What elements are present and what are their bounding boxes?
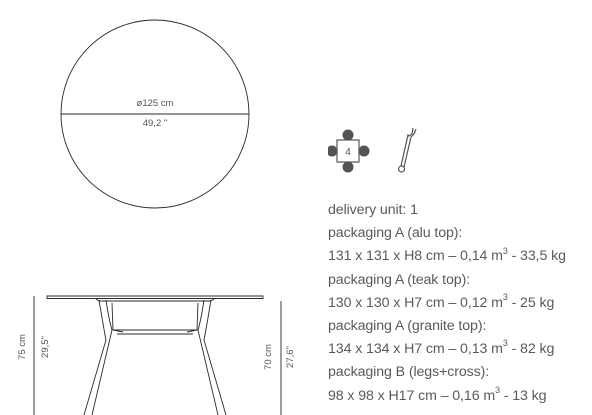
side-view (33, 295, 282, 415)
packaging-a-teak-label: packaging A (teak top): (328, 271, 471, 288)
packaging-a-alu-label: packaging A (alu top): (328, 225, 463, 242)
diameter-in-label: 49,2 " (143, 118, 168, 129)
packaging-a-alu-value: 131 x 131 x H8 cm – 0,14 m3 - 33,5 kg (328, 245, 566, 265)
delivery-unit: delivery unit: 1 (328, 202, 418, 218)
side-right-bracket (186, 302, 199, 333)
side-right-leg-outer (203, 299, 227, 415)
side-left-bracket (111, 302, 124, 333)
side-left-leg-inner (91, 299, 113, 415)
packaging-b-value: 98 x 98 x H17 cm – 0,16 m3 - 13 kg (328, 384, 547, 404)
wrench-icon (397, 127, 417, 173)
feature-icons: 4 (328, 127, 417, 173)
packaging-a-teak-value: 130 x 130 x H7 cm – 0,12 m3 - 25 kg (328, 292, 555, 311)
side-left-leg-outer (83, 299, 107, 415)
packaging-a-granite-value: 134 x 134 x H7 cm – 0,13 m3 - 82 kg (328, 338, 555, 358)
four-seat-table-icon: 4 (328, 129, 370, 173)
side-rail (95, 298, 215, 302)
seat-height-in-label: 27,6" (285, 346, 296, 368)
total-height-in-label: 29,5" (40, 336, 51, 358)
side-right-leg-inner (197, 299, 219, 415)
seats-count: 4 (345, 147, 351, 158)
total-height-cm-label: 75 cm (17, 334, 28, 360)
packaging-b-label: packaging B (legs+cross): (328, 364, 490, 381)
packaging-a-granite-label: packaging A (granite top): (328, 317, 487, 334)
top-view: ø125 cm 49,2 " (60, 19, 250, 209)
packaging-specs: delivery unit: 1 packaging A (alu top): … (328, 199, 590, 408)
diameter-cm-label: ø125 cm (137, 98, 174, 109)
seat-height-cm-label: 70 cm (263, 344, 274, 370)
side-table-top (46, 295, 264, 299)
